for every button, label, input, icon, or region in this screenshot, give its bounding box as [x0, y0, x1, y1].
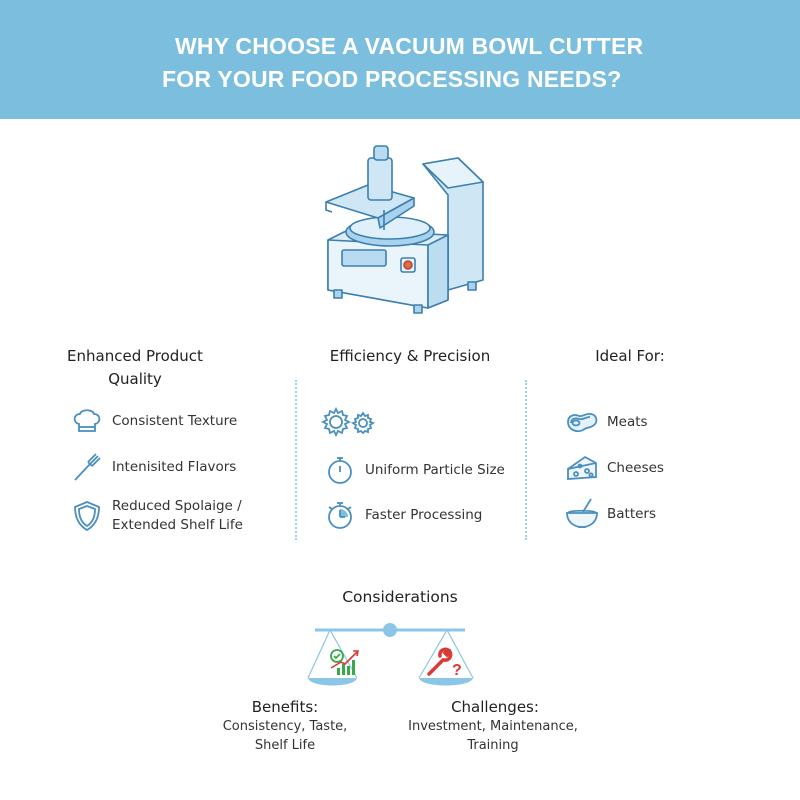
section-title-quality: Enhanced Product Quality [67, 347, 203, 388]
challenges-text: Investment, Maintenance, Training [408, 719, 578, 753]
balance-scale-icon: ? [305, 618, 475, 698]
vacuum-bowl-cutter-illustration [318, 140, 488, 315]
list-item-consistent-texture: Consistent Texture [70, 404, 237, 438]
considerations-title: Considerations [342, 588, 458, 606]
list-item-intensified-flavors: Intenisited Flavors [70, 450, 236, 484]
section-title-ideal-for: Ideal For: [595, 347, 665, 365]
fork-icon [70, 450, 104, 484]
section-title-efficiency: Efficiency & Precision [329, 347, 491, 365]
steak-icon [565, 405, 599, 439]
page-title-line1: WHY CHOOSE A VACUUM BOWL CUTTER [175, 33, 644, 59]
column-divider [295, 380, 297, 540]
list-item-faster-processing: Faster Processing [323, 498, 482, 532]
benefits-text: Consistency, Taste, Shelf Life [222, 719, 348, 753]
list-item-gears [320, 405, 380, 439]
list-item-reduced-spoilage: Reduced Spolaige / Extended Shelf Life [70, 497, 243, 535]
shield-icon [70, 499, 104, 533]
header-banner: WHY CHOOSE A VACUUM BOWL CUTTER FOR YOUR… [0, 0, 800, 119]
svg-text:?: ? [452, 662, 462, 679]
stopwatch-icon [323, 453, 357, 487]
wrench-question-icon: ? [427, 647, 462, 679]
list-item-meats: Meats [565, 405, 648, 439]
list-item-uniform-particle-size: Uniform Particle Size [323, 453, 505, 487]
cheese-icon [565, 451, 599, 485]
growth-chart-check-icon [330, 649, 359, 675]
benefits-heading: Benefits: [251, 698, 319, 716]
gears-icon [320, 405, 380, 439]
chef-hat-icon [70, 404, 104, 438]
list-item-batters: Batters [565, 497, 656, 531]
challenges-heading: Challenges: [451, 698, 539, 716]
column-divider [525, 380, 527, 540]
list-item-cheeses: Cheeses [565, 451, 664, 485]
page-title-line2: FOR YOUR FOOD PROCESSING NEEDS? [162, 66, 622, 92]
timer-icon [323, 498, 357, 532]
mixing-bowl-icon [565, 497, 599, 531]
